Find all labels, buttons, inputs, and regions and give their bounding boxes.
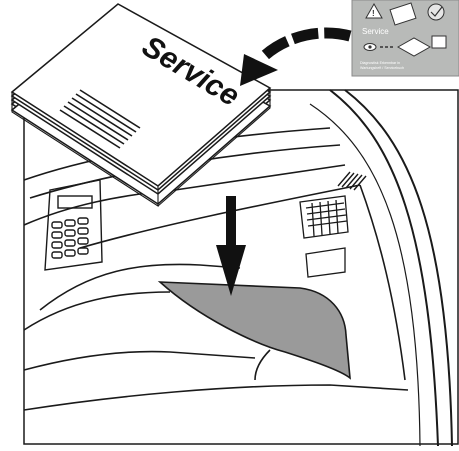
air-vent [300,196,348,277]
service-sticker: ! Service Diagnostisk Erkennbar in Wartu… [352,0,459,76]
sticker-title: Service [362,27,389,36]
sticker-fine-print-2: Wartungsheft / Servicebuch [360,66,404,70]
eye-icon [364,44,376,51]
down-arrow-icon [216,196,246,296]
checkmark-icon [428,4,444,20]
radio-unit [45,180,102,270]
curved-arrow-icon [240,33,350,86]
defrost-vent [338,172,366,190]
radio-buttons [52,218,88,258]
glovebox [160,282,350,378]
svg-text:!: ! [372,9,375,18]
sticker-fine-print-1: Diagnostisk Erkennbar in [360,61,400,65]
service-booklet: Service [12,4,270,206]
radio-display [58,196,92,208]
windshield-pillar [310,90,452,446]
dashboard [24,128,408,410]
